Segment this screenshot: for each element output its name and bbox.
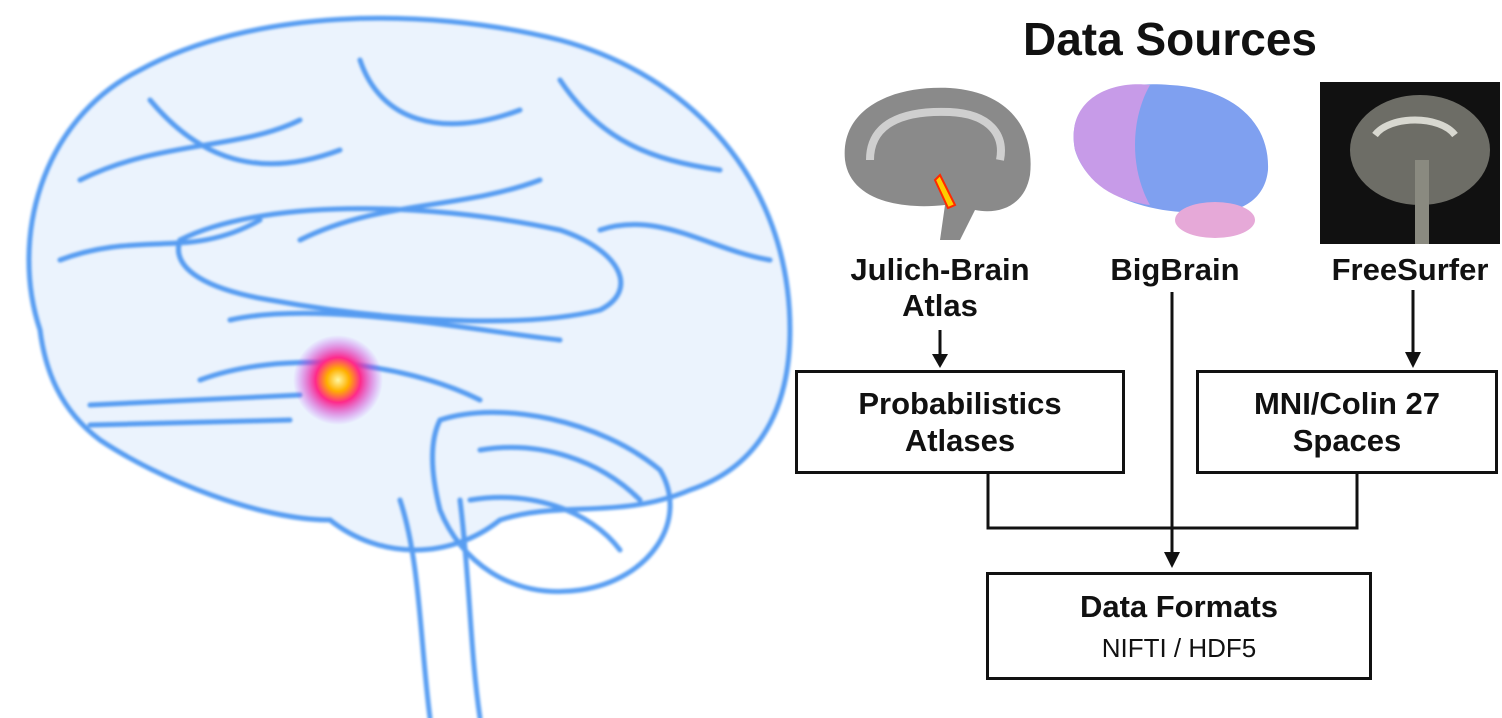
data-formats-subtitle: NIFTI / HDF5 [1101, 633, 1257, 663]
probabilistic-atlases-box: Probabilistics Atlases [795, 370, 1125, 474]
brain-illustration [26, 15, 793, 718]
julich-brain-image [844, 87, 1031, 241]
data-formats-box: Data Formats NIFTI / HDF5 [986, 572, 1372, 680]
data-formats-title: Data Formats [1079, 589, 1279, 624]
diagram-title: Data Sources [1022, 13, 1317, 65]
source-freesurfer-label: FreeSurfer [1331, 252, 1489, 287]
bigbrain-image [1073, 84, 1269, 238]
julich-label-line2: Atlas [902, 288, 978, 323]
activation-hotspot [293, 335, 383, 425]
source-bigbrain-label: BigBrain [1110, 252, 1240, 287]
julich-label-line1: Julich-Brain [850, 252, 1030, 287]
box-line1: Probabilistics [858, 386, 1062, 421]
box-line2: Atlases [904, 423, 1016, 458]
freesurfer-mri-image [1320, 82, 1500, 244]
mni-colin-spaces-box: MNI/Colin 27 Spaces [1196, 370, 1498, 474]
box-line1: MNI/Colin 27 [1253, 386, 1440, 421]
source-julich-label: Julich-Brain Atlas [820, 252, 1060, 324]
box-line2: Spaces [1292, 423, 1402, 458]
